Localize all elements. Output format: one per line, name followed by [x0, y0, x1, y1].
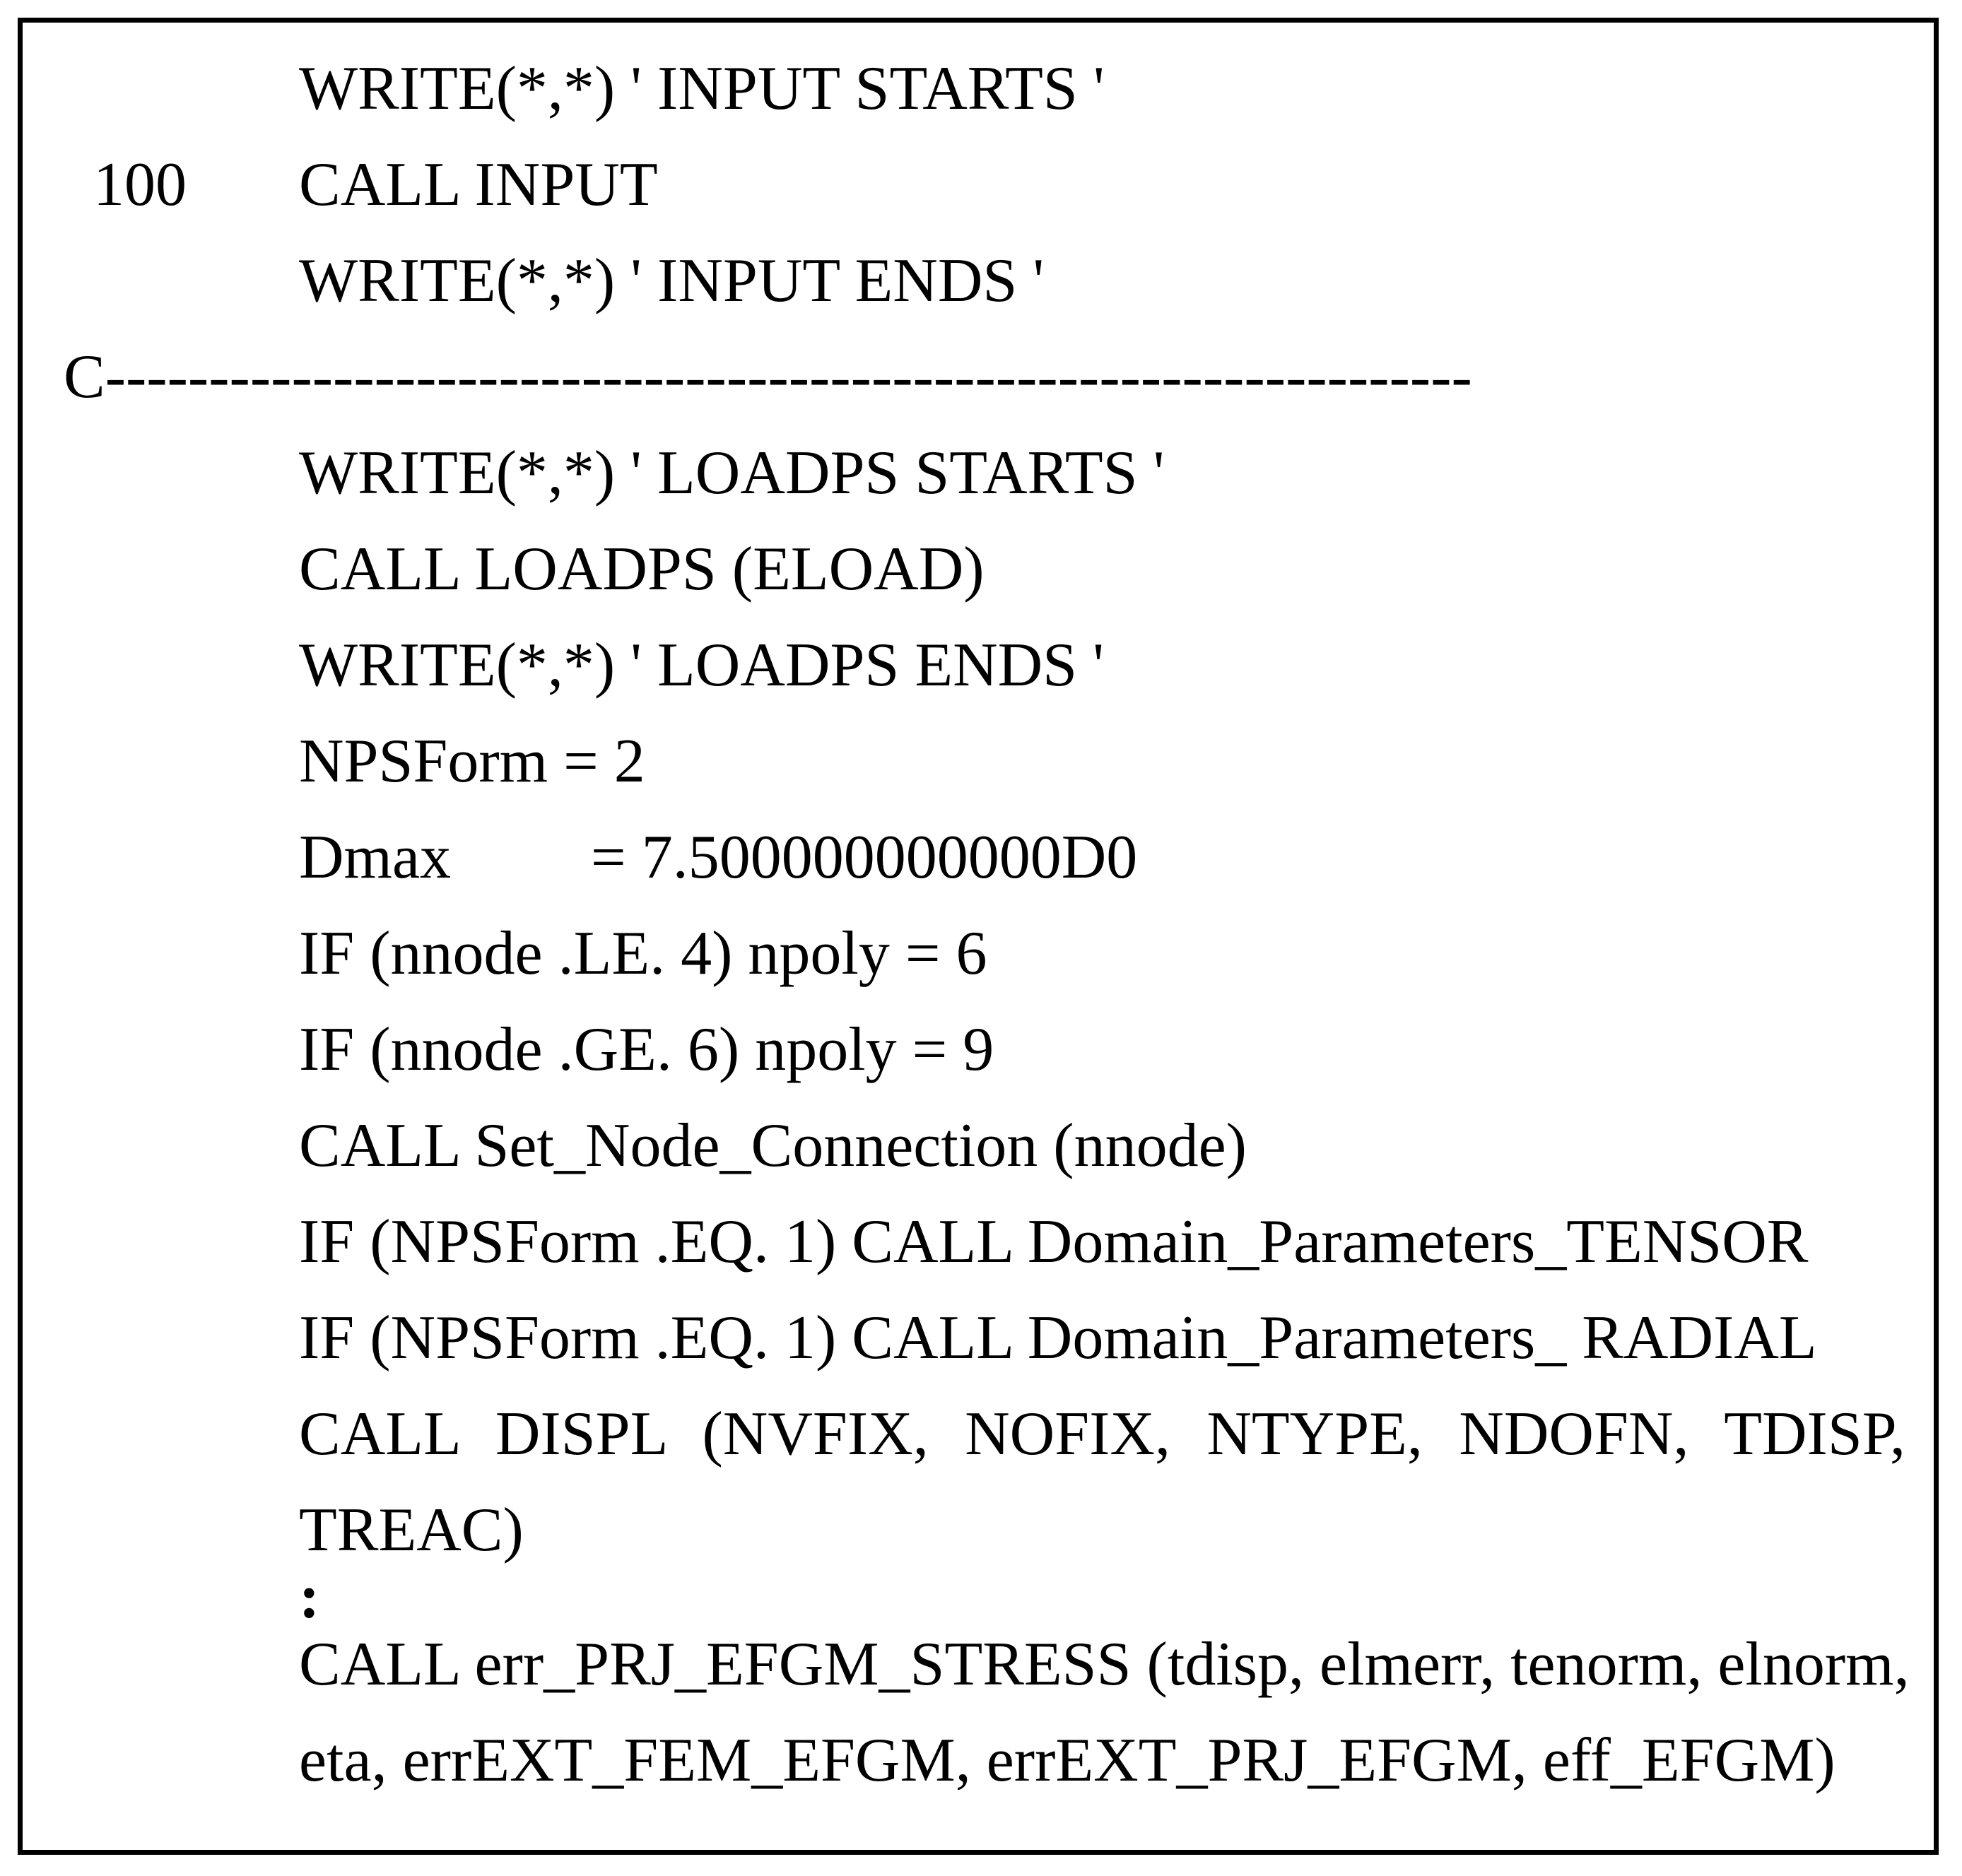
code-line: CALL err_PRJ_EFGM_STRESS (tdisp, elmerr,… [23, 1617, 1934, 1713]
code-text: : [299, 1563, 320, 1632]
code-text: IF (NPSForm .EQ. 1) CALL Domain_Paramete… [299, 1208, 1809, 1276]
code-line: NPSForm = 2 [23, 714, 1934, 810]
code-text: CALL Set_Node_Connection (nnode) [299, 1111, 1247, 1180]
code-text: CALL DISPL (NVFIX, NOFIX, NTYPE, NDOFN, … [299, 1400, 1905, 1468]
code-text: C---------------------------------------… [64, 343, 1472, 411]
comment-divider-line: C---------------------------------------… [23, 329, 1934, 425]
code-line-continuation: eta, errEXT_FEM_EFGM, errEXT_PRJ_EFGM, e… [23, 1713, 1934, 1809]
code-line: WRITE(*,*) ' INPUT STARTS ' [23, 41, 1934, 137]
code-line: Dmax = 7.500000000000D0 [23, 810, 1934, 906]
code-line: WRITE(*,*) ' LOADPS STARTS ' [23, 425, 1934, 521]
code-text: IF (nnode .GE. 6) npoly = 9 [299, 1015, 994, 1084]
code-text: Dmax = 7.500000000000D0 [299, 823, 1138, 892]
code-line: CALL LOADPS (ELOAD) [23, 521, 1934, 618]
code-text: TREAC) [299, 1496, 524, 1564]
code-line-continuation: TREAC) [23, 1482, 1934, 1579]
code-text: CALL INPUT [299, 151, 658, 219]
code-text: WRITE(*,*) ' INPUT ENDS ' [299, 247, 1045, 315]
omitted-code-ellipsis: : [23, 1567, 1934, 1629]
code-line-justified: CALL DISPL (NVFIX, NOFIX, NTYPE, NDOFN, … [23, 1386, 1934, 1482]
code-text: IF (NPSForm .EQ. 1) CALL Domain_Paramete… [299, 1304, 1817, 1372]
code-text: eta, errEXT_FEM_EFGM, errEXT_PRJ_EFGM, e… [299, 1726, 1835, 1795]
code-text: WRITE(*,*) ' INPUT STARTS ' [299, 54, 1105, 123]
code-text: NPSForm = 2 [299, 727, 645, 796]
code-line: WRITE(*,*) ' INPUT ENDS ' [23, 233, 1934, 329]
code-text: CALL LOADPS (ELOAD) [299, 535, 985, 603]
code-text: IF (nnode .LE. 4) npoly = 6 [299, 919, 987, 988]
statement-label: 100 [93, 151, 187, 219]
code-text: CALL err_PRJ_EFGM_STRESS (tdisp, elmerr,… [299, 1630, 1910, 1699]
code-text: WRITE(*,*) ' LOADPS ENDS ' [299, 631, 1104, 700]
code-line: WRITE(*,*) ' LOADPS ENDS ' [23, 618, 1934, 714]
code-line: IF (NPSForm .EQ. 1) CALL Domain_Paramete… [23, 1194, 1934, 1290]
code-line: CALL Set_Node_Connection (nnode) [23, 1098, 1934, 1194]
code-line-labeled: 100 CALL INPUT [23, 137, 1934, 233]
code-listing-border: WRITE(*,*) ' INPUT STARTS ' 100 CALL INPU… [18, 18, 1939, 1855]
code-line: IF (nnode .LE. 4) npoly = 6 [23, 906, 1934, 1002]
code-line: IF (nnode .GE. 6) npoly = 9 [23, 1002, 1934, 1098]
code-line: IF (NPSForm .EQ. 1) CALL Domain_Paramete… [23, 1290, 1934, 1386]
code-text: WRITE(*,*) ' LOADPS STARTS ' [299, 439, 1165, 507]
